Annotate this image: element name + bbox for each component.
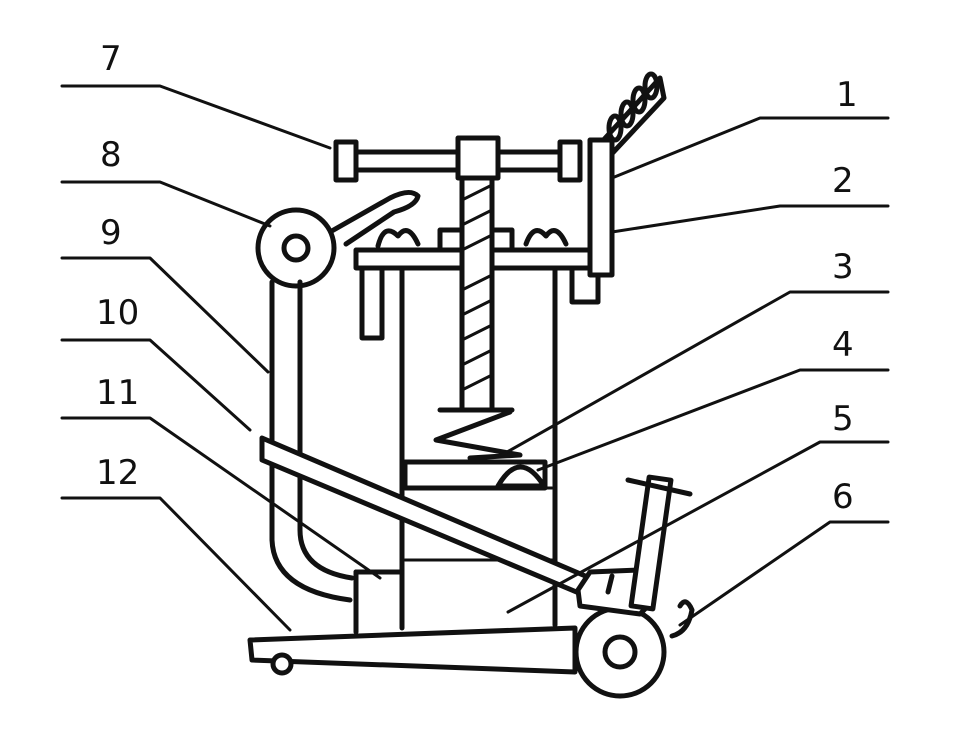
label-2: 2 <box>832 161 854 201</box>
label-5: 5 <box>832 399 854 439</box>
label-6: 6 <box>832 477 854 517</box>
ram <box>402 409 548 491</box>
main-body <box>353 263 558 635</box>
label-10: 10 <box>96 293 139 333</box>
label-7: 7 <box>100 39 122 79</box>
label-4: 4 <box>832 325 854 365</box>
gauge <box>255 190 421 289</box>
pump-unit <box>575 474 695 639</box>
leader-lines <box>60 84 890 632</box>
label-9: 9 <box>100 213 122 253</box>
label-8: 8 <box>100 135 122 175</box>
label-3: 3 <box>832 247 854 287</box>
label-12: 12 <box>96 453 139 493</box>
hose <box>269 279 355 603</box>
label-1: 1 <box>836 75 858 115</box>
screw <box>437 172 515 413</box>
wheel <box>573 605 667 699</box>
label-11: 11 <box>96 373 139 413</box>
t-handle <box>333 135 583 183</box>
lever-handle <box>587 71 667 278</box>
base-frame <box>247 625 578 676</box>
part-labels: 1 2 3 4 5 6 7 8 9 10 11 12 <box>96 39 858 517</box>
